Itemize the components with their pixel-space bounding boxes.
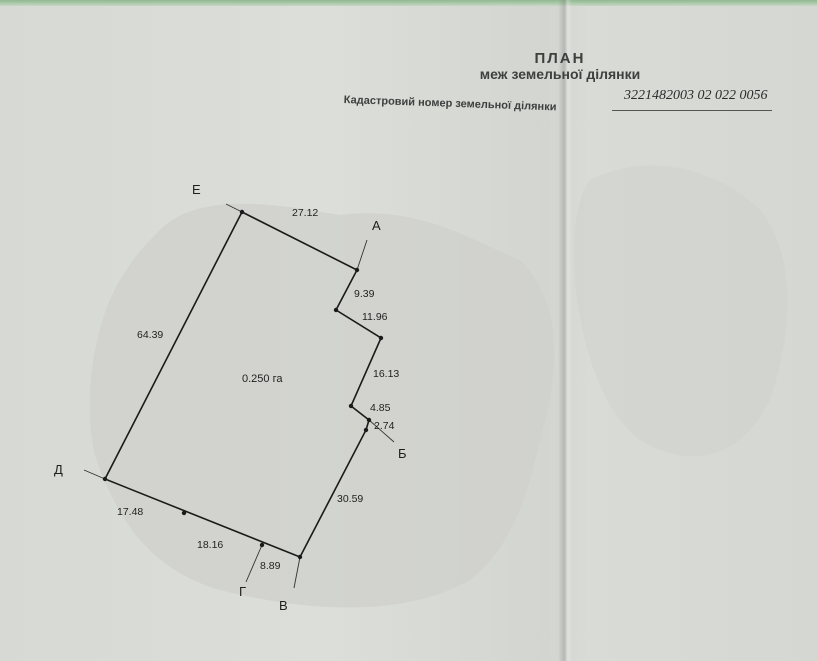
plot-area: 0.250 га — [242, 373, 283, 385]
vertex-a — [354, 267, 360, 273]
vertex-markers — [102, 209, 384, 560]
vertex-e — [239, 209, 245, 215]
point-label-g: Г — [239, 584, 246, 599]
vertex-3 — [378, 335, 384, 341]
segment-label: 9.39 — [354, 288, 375, 300]
point-label-e: Е — [192, 182, 201, 197]
point-label-a: А — [372, 218, 381, 233]
segment-label: 4.85 — [370, 402, 391, 414]
segment-label: 16.13 — [373, 368, 399, 380]
point-label-v: В — [279, 598, 288, 613]
document-border — [0, 0, 817, 6]
point-a-tick — [356, 239, 368, 271]
cadastral-number: 3221482003 02 022 0056 — [624, 88, 768, 103]
point-v-tick — [293, 556, 301, 589]
page-subtitle: меж земельної ділянки — [479, 66, 641, 82]
segment-label: 17.48 — [117, 506, 143, 518]
paper-fold — [558, 0, 572, 661]
vertex-4 — [348, 403, 354, 409]
vertex-b — [366, 417, 372, 423]
segment-label: 2.74 — [374, 420, 395, 432]
segment-label: 30.59 — [337, 493, 363, 505]
plot-boundary — [103, 210, 383, 559]
point-b-tick — [368, 419, 395, 443]
vertex-d — [102, 476, 108, 482]
segment-label: 11.96 — [362, 311, 388, 323]
point-label-b: Б — [398, 446, 407, 461]
segment-label: 27.12 — [292, 207, 318, 219]
segment-label: 8.89 — [260, 560, 281, 572]
point-e-tick — [225, 203, 243, 213]
segment-label: 18.16 — [197, 539, 223, 551]
vertex-mid — [181, 510, 187, 516]
vertex-2 — [333, 307, 339, 313]
point-g-tick — [245, 544, 263, 583]
background-watermark — [89, 203, 555, 608]
page-title: ПЛАН — [534, 50, 586, 67]
vertex-g — [259, 542, 265, 548]
vertex-v — [297, 554, 303, 560]
segment-label: 64.39 — [137, 329, 163, 341]
vertex-5 — [363, 427, 369, 433]
cadastral-underline — [612, 110, 772, 111]
point-label-d: Д — [54, 462, 63, 477]
point-d-tick — [83, 469, 106, 480]
background-watermark-right — [573, 165, 788, 457]
